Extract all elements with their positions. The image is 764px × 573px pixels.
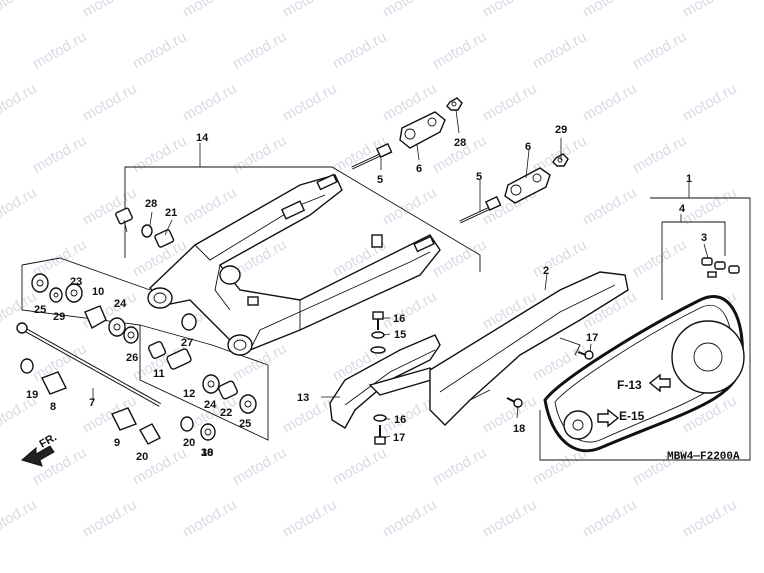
adjuster-bolt-lower (459, 195, 502, 224)
callout-number: 11 (153, 368, 165, 380)
swingarm (147, 173, 441, 356)
reference-label-f13: F-13 (617, 378, 642, 392)
group-frame-1 (539, 197, 751, 461)
group-frame-bottom (139, 324, 269, 366)
ref-arrow-f13 (648, 373, 671, 393)
callout-number: 21 (165, 207, 177, 219)
callout-number: 2 (543, 265, 549, 277)
chain-case-bolts (506, 350, 594, 408)
group-frame-4 (662, 221, 726, 256)
callout-number: 15 (394, 329, 406, 341)
callout-number: 28 (454, 137, 466, 149)
callout-number: 17 (586, 332, 598, 344)
callout-number: 5 (377, 174, 383, 186)
callout-number: 1 (686, 173, 692, 185)
callout-number: 4 (679, 203, 686, 215)
slider-bolts (370, 311, 387, 445)
callout-number: 18 (201, 447, 213, 459)
pivot-bushings-left (31, 207, 197, 344)
chain-adjuster-upper (399, 111, 446, 149)
chain-adjuster-lower (504, 167, 551, 204)
callout-number: 28 (145, 198, 157, 210)
diagram-code: MBW4—F2200A (667, 451, 740, 463)
pivot-bushings-right (147, 340, 257, 441)
direction-label: FR. (38, 431, 59, 450)
pivot-shaft (16, 322, 161, 407)
callout-number: 3 (701, 232, 707, 244)
callout-number: 7 (89, 397, 95, 409)
callout-number: 24 (114, 298, 127, 310)
callout-number: 8 (50, 401, 56, 413)
callout-number: 12 (183, 388, 195, 400)
callout-number: 14 (196, 132, 209, 144)
callout-number: 10 (92, 286, 104, 298)
group-frame-left (21, 265, 269, 441)
group-frame-left-top (21, 257, 151, 291)
reference-label-e15: E-15 (619, 409, 645, 423)
callout-number: 19 (26, 389, 38, 401)
group-frame-14 (124, 166, 481, 272)
callout-number: 29 (555, 124, 567, 136)
chain-case (429, 271, 629, 426)
callout-number: 17 (393, 432, 405, 444)
callout-number: 13 (297, 392, 309, 404)
adjuster-bolt-upper (351, 142, 393, 170)
callout-number: 25 (34, 304, 46, 316)
callout-number: 22 (220, 407, 232, 419)
callout-number: 16 (394, 414, 406, 426)
callout-number: 6 (416, 163, 422, 175)
master-link (701, 257, 740, 278)
callout-number: 16 (393, 313, 405, 325)
callout-number: 18 (513, 423, 525, 435)
callout-number: 5 (476, 171, 482, 183)
callout-number: 27 (181, 337, 193, 349)
fr-direction-arrow (20, 445, 55, 467)
adjuster-nut-lower (552, 153, 569, 167)
ref-arrow-e15 (597, 408, 620, 428)
callout-number: 30 (201, 447, 213, 459)
callout-number: 26 (126, 352, 138, 364)
callout-number: 24 (204, 399, 217, 411)
callout-number: 23 (70, 276, 82, 288)
callout-number: 25 (239, 418, 251, 430)
callout-number: 6 (525, 141, 531, 153)
callout-number: 9 (114, 437, 120, 449)
adjuster-nut-upper (446, 97, 463, 111)
chain-slider (329, 334, 441, 429)
callout-number: 20 (136, 451, 148, 463)
callout-number: 20 (183, 437, 195, 449)
leader-lines (92, 109, 709, 439)
callout-number: 29 (53, 311, 65, 323)
pivot-adjusting-bolts (20, 358, 161, 445)
drive-chain (543, 295, 745, 453)
